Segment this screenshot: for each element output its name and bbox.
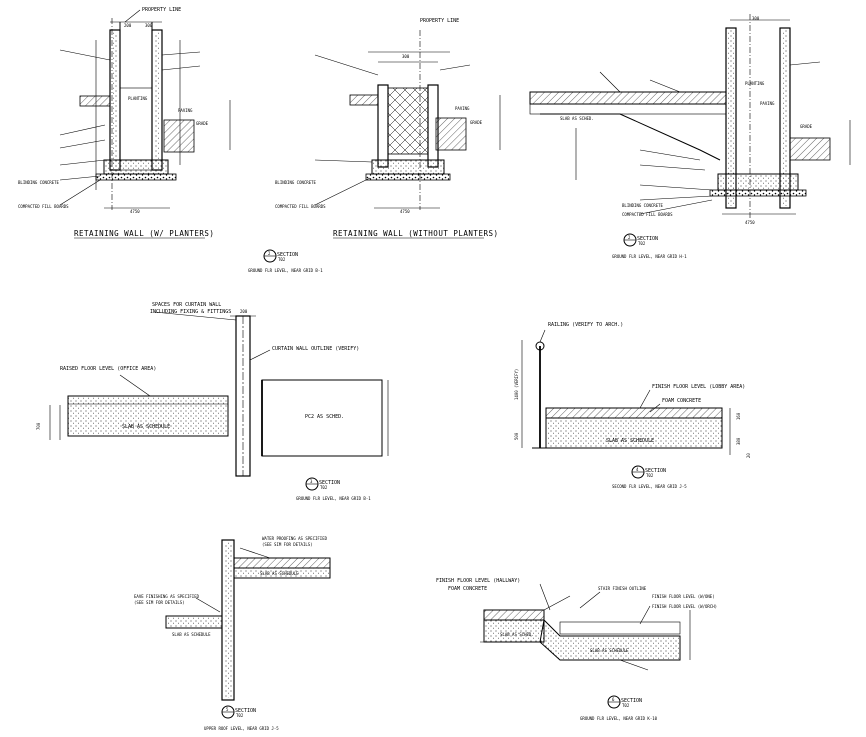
dim-500: 500	[514, 432, 519, 440]
property-line-label-1: PROPERTY LINE	[142, 7, 181, 13]
detail-railing-lobby: RAILING (VERIFY TO ARCH.) FINISH FLOOR L…	[514, 322, 751, 489]
detail-upper-roof: WATER PROOFING AS SPECIFIED (SEE SIM FOR…	[134, 536, 331, 731]
fill-label-3: COMPACTED FILL BOARDS	[622, 212, 673, 217]
slab-schedule-label-5: SLAB AS SCHEDULE	[590, 648, 629, 653]
blinding-label-3: BLINDING CONCRETE	[622, 203, 664, 208]
slab-schedule-label-1: SLAB AS SCHEDULE	[122, 424, 170, 430]
slab-sched-label-stair: SLAB AS SCHED.	[500, 632, 534, 637]
section-caption-1: GROUND FLR LEVEL, NEAR GRID B-1	[248, 268, 323, 273]
finish-floor-w-two-label: FINISH FLOOR LEVEL (W/ORCH)	[652, 604, 717, 609]
section-callout-3: 3 SECTION T02 GROUND FLR LEVEL, NEAR GRI…	[296, 477, 371, 501]
title-retaining-wall-without: RETAINING WALL (WITHOUT PLANTERS)	[333, 229, 499, 238]
callout-number-4: 4	[636, 467, 639, 472]
fill-label-2: COMPACTED FILL BOARDS	[275, 204, 326, 209]
grade-label-1: GRADE	[196, 121, 209, 126]
dim-1400: 1400 (VERIFY)	[514, 369, 519, 400]
blinding-label-1: BLINDING CONCRETE	[18, 180, 60, 185]
eave-finishing-label: EAVE FINISHING AS SPECIFIED	[134, 594, 200, 599]
paving-label-1: PAVING	[178, 108, 193, 113]
dim-4750-1: 4750	[130, 209, 140, 214]
foam-concrete-label-2: FOAM CONCRETE	[448, 586, 487, 592]
water-proofing-label-2: (SEE SIM FOR DETAILS)	[262, 542, 313, 547]
blinding-label-2: BLINDING CONCRETE	[275, 180, 317, 185]
dim-200-1: 200	[124, 23, 132, 28]
callout-number-3: 3	[310, 479, 313, 484]
dim-380: 380	[736, 437, 741, 445]
dim-300-2: 300	[402, 54, 410, 59]
planting-label-3: PLANTING	[745, 81, 765, 86]
slab-sched-label-h1: SLAB AS SCHED.	[560, 116, 594, 121]
section-label-3: SECTION	[319, 480, 340, 486]
section-callout-4: 4 SECTION T02 SECOND FLR LEVEL, NEAR GRI…	[612, 465, 687, 489]
section-caption-6: GROUND FLR LEVEL, NEAR GRID K-10	[580, 716, 658, 721]
section-label-5: SECTION	[235, 708, 256, 714]
section-callout-1: 2 SECTION T02 GROUND FLR LEVEL, NEAR GRI…	[248, 249, 323, 273]
dim-300-3: 300	[752, 16, 760, 21]
section-label-4: SECTION	[645, 468, 666, 474]
finish-floor-w-one-label: FINISH FLOOR LEVEL (W/ONE)	[652, 594, 715, 599]
detail-curtain-wall: SPACES FOR CURTAIN WALL INCLUDING FIXING…	[36, 302, 389, 501]
curtain-spacing-label: SPACES FOR CURTAIN WALL	[152, 302, 221, 308]
detail-hallway-stair: FINISH FLOOR LEVEL (HALLWAY) FOAM CONCRE…	[436, 578, 717, 721]
detail-retaining-wall-no-planters: PROPERTY LINE 300 4750 PAVING GRADE BLIN…	[248, 18, 501, 273]
sheet-ref-4: T02	[646, 473, 654, 478]
grade-label-3: GRADE	[800, 124, 813, 129]
foam-concrete-label-1: FOAM CONCRETE	[662, 398, 701, 404]
dim-300-1: 300	[145, 23, 153, 28]
dim-160: 160	[736, 412, 741, 420]
railing-label: RAILING (VERIFY TO ARCH.)	[548, 322, 623, 328]
section-callout-5: 5 SECTION T02 UPPER ROOF LEVEL, NEAR GRI…	[204, 705, 279, 731]
raised-floor-label: RAISED FLOOR LEVEL (OFFICE AREA)	[60, 366, 156, 372]
sheet-ref-5: T02	[236, 713, 244, 718]
slab-schedule-label-2: SLAB AS SCHEDULE	[606, 438, 654, 444]
dim-20: 20	[746, 453, 751, 458]
sheet-ref-3: T02	[320, 485, 328, 490]
section-callout-6: 6 SECTION T02 GROUND FLR LEVEL, NEAR GRI…	[580, 695, 658, 721]
callout-number-5: 5	[226, 707, 229, 712]
title-retaining-wall-planters: RETAINING WALL (W/ PLANTERS)	[74, 229, 214, 238]
grade-label-2: GRADE	[470, 120, 483, 125]
curtain-outline-label: CURTAIN WALL OUTLINE (VERIFY)	[272, 346, 359, 352]
dim-4750-3: 4750	[745, 220, 755, 225]
section-caption-2: GROUND FLR LEVEL, NEAR GRID H-1	[612, 254, 687, 259]
section-caption-3: GROUND FLR LEVEL, NEAR GRID B-1	[296, 496, 371, 501]
section-label-2: SECTION	[637, 236, 658, 242]
section-caption-4: SECOND FLR LEVEL, NEAR GRID J-5	[612, 484, 687, 489]
slab-schedule-label-4: SLAB AS SCHEDULE	[172, 632, 211, 637]
section-callout-2: 2 SECTION T02 GROUND FLR LEVEL, NEAR GRI…	[612, 233, 687, 259]
water-proofing-label: WATER PROOFING AS SPECIFIED	[262, 536, 328, 541]
finish-floor-hallway-label: FINISH FLOOR LEVEL (HALLWAY)	[436, 578, 520, 584]
section-caption-5: UPPER ROOF LEVEL, NEAR GRID J-5	[204, 726, 279, 731]
dim-200-curtain: 200	[240, 309, 248, 314]
paving-label-3: PAVING	[760, 101, 775, 106]
paving-label-2: PAVING	[455, 106, 470, 111]
sheet-ref-2: T02	[638, 241, 646, 246]
property-line-label-2: PROPERTY LINE	[420, 18, 459, 24]
sheet-ref-1: T02	[278, 257, 286, 262]
section-label-6: SECTION	[621, 698, 642, 704]
fill-label-1: COMPACTED FILL BOARDS	[18, 204, 69, 209]
callout-number-1: 2	[268, 251, 271, 256]
eave-finishing-label-2: (SEE SIM FOR DETAILS)	[134, 600, 185, 605]
planting-label-1: PLANTING	[128, 96, 148, 101]
dim-4750-2: 4750	[400, 209, 410, 214]
slab-schedule-label-3: SLAB AS SCHEDULE	[260, 571, 299, 576]
callout-number-6: 6	[612, 697, 615, 702]
curtain-spacing-label-2: INCLUDING FIXING & FITTINGS	[150, 309, 231, 315]
detail-ground-floor-h1: SLAB AS SCHED. 300 4750 GRADE PAVING PLA…	[529, 14, 851, 259]
section-label-1: SECTION	[277, 252, 298, 258]
stair-finish-label: STAIR FINISH OUTLINE	[598, 586, 647, 591]
dim-700: 700	[36, 422, 41, 430]
sheet-ref-6: T02	[622, 703, 630, 708]
finish-floor-lobby-label: FINISH FLOOR LEVEL (LOBBY AREA)	[652, 384, 745, 390]
callout-number-2: 2	[628, 235, 631, 240]
detail-retaining-wall-planters: PROPERTY LINE 200 300 4750 PAVING GRADE …	[18, 7, 231, 239]
pc2-label: PC2 AS SCHED.	[305, 414, 344, 420]
